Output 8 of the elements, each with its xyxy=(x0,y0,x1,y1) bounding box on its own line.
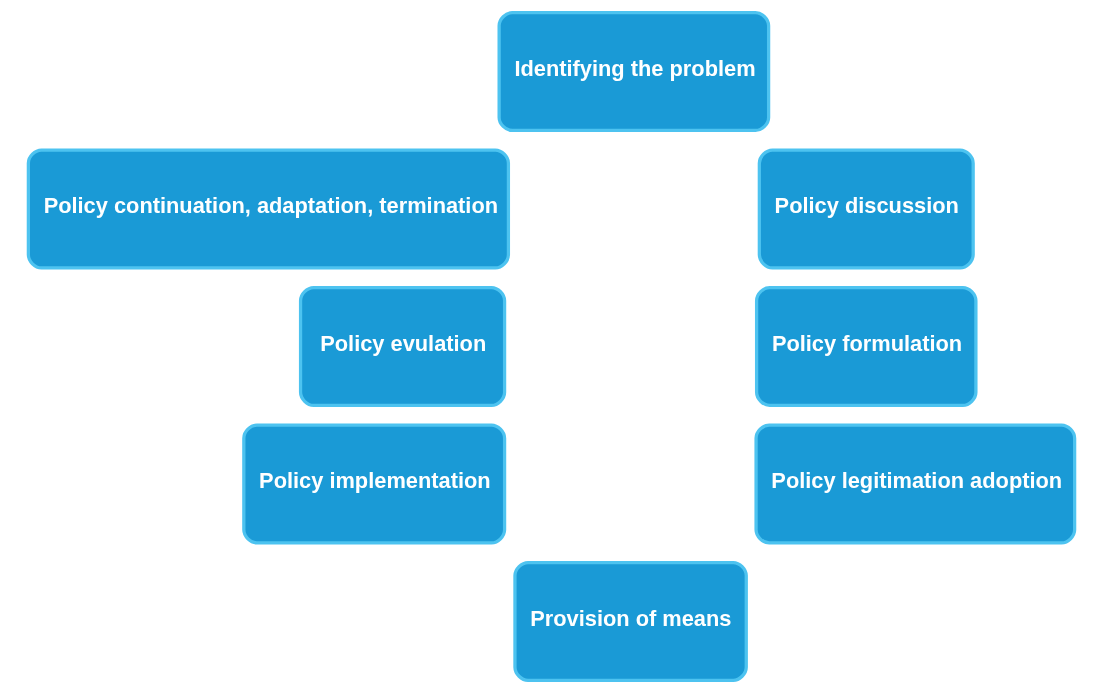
node-box: Policy evulation xyxy=(298,285,506,408)
node-box: Provision of means xyxy=(512,560,748,682)
node-box: Policy continuation, adaptation, termination xyxy=(26,148,510,270)
node-box: Identifying the problem xyxy=(497,11,770,133)
node-box: Policy legitimation adoption xyxy=(753,423,1076,545)
node-box: Policy discussion xyxy=(757,148,975,270)
node-box: Policy implementation xyxy=(241,423,506,545)
node-box: Policy formulation xyxy=(754,285,978,408)
